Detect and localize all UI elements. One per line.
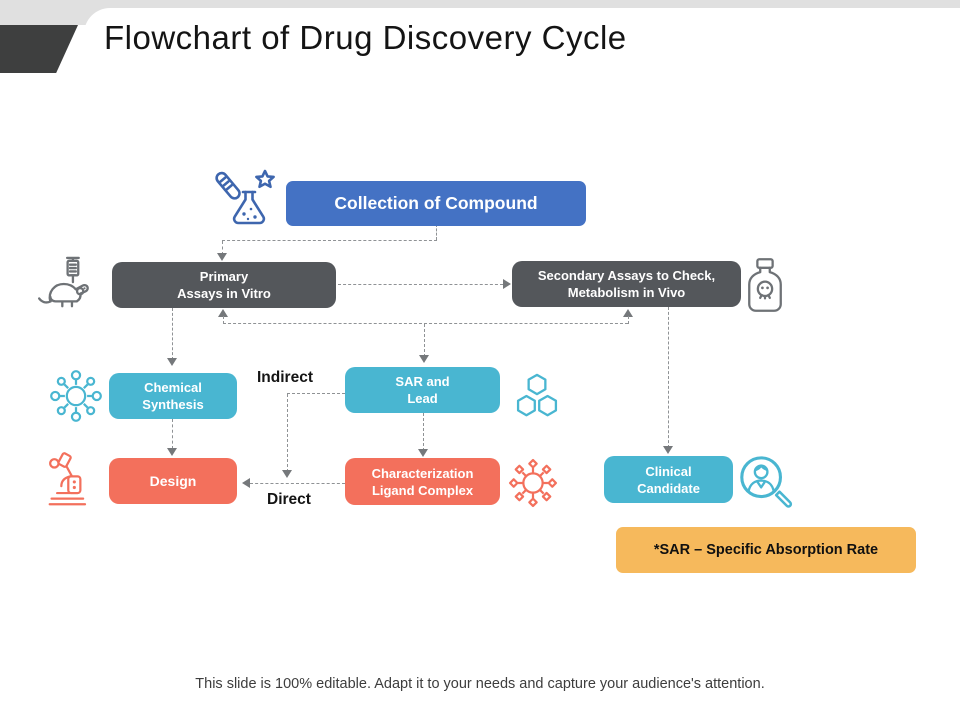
- node-characterization-line1: Characterization: [371, 465, 474, 481]
- arrow-into-chemical-top: [167, 358, 177, 366]
- node-secondary-assays: Secondary Assays to Check, Metabolism in…: [512, 261, 741, 307]
- connector-collection-to-primary: [222, 241, 223, 255]
- connector-feedback-to-sar: [424, 324, 425, 357]
- node-clinical-candidate: Clinical Candidate: [604, 456, 733, 503]
- connector-sar-to-characterization: [423, 413, 424, 451]
- arrow-indirect-down: [282, 470, 292, 478]
- node-clinical-line1: Clinical: [645, 463, 692, 479]
- flask-star-icon: [210, 168, 282, 241]
- connector-secondary-to-clinical: [668, 307, 669, 448]
- microscope-icon: [46, 452, 98, 515]
- connector-direct-horizontal: [250, 483, 345, 484]
- connector-feedback-right-riser: [628, 316, 629, 324]
- node-clinical-line2: Candidate: [637, 480, 700, 496]
- arrow-into-characterization-top: [418, 449, 428, 457]
- node-design: Design: [109, 458, 237, 504]
- node-chemical-line2: Synthesis: [142, 397, 204, 412]
- connector-feedback-left-riser: [223, 316, 224, 324]
- connector-indirect-vertical: [287, 394, 288, 472]
- node-collection-of-compound: Collection of Compound: [286, 181, 586, 226]
- node-sar-and-lead: SAR and Lead: [345, 367, 500, 413]
- node-sar-line1: SAR and: [395, 374, 450, 389]
- connector-collection-down: [436, 224, 437, 240]
- header-plate: [84, 8, 960, 76]
- connector-collection-left: [222, 240, 437, 241]
- arrow-into-clinical-top: [663, 446, 673, 454]
- poison-bottle-icon: [744, 257, 786, 318]
- node-primary-assays: Primary Assays in Vitro: [112, 262, 336, 308]
- label-direct: Direct: [267, 491, 311, 508]
- sar-note-label: *SAR – Specific Absorption Rate: [653, 542, 879, 558]
- arrow-into-design-right: [242, 478, 250, 488]
- node-secondary-line2: Metabolism in Vivo: [567, 285, 686, 300]
- node-sar-line2: Lead: [407, 391, 438, 406]
- sar-note-box: *SAR – Specific Absorption Rate: [616, 527, 916, 573]
- connector-primary-to-chemical: [172, 308, 173, 360]
- node-primary-line2: Assays in Vitro: [177, 286, 271, 301]
- node-characterization-line2: Ligand Complex: [371, 482, 474, 498]
- connector-feedback-horizontal: [223, 323, 628, 324]
- node-primary-line1: Primary: [199, 269, 249, 284]
- arrow-into-primary-top: [217, 253, 227, 261]
- footer-text: This slide is 100% editable. Adapt it to…: [195, 676, 765, 692]
- connector-chemical-to-design: [172, 419, 173, 449]
- molecule-icon: [48, 368, 104, 429]
- mouse-syringe-icon: [36, 256, 106, 317]
- arrow-into-sar-top: [419, 355, 429, 363]
- arrow-into-secondary-left: [503, 279, 511, 289]
- virus-icon: [506, 456, 560, 515]
- node-characterization-ligand-complex: Characterization Ligand Complex: [345, 458, 500, 505]
- label-indirect: Indirect: [257, 369, 313, 386]
- hexagon-compound-icon: [512, 372, 562, 425]
- header-wedge: [0, 25, 78, 73]
- arrow-into-secondary-bottom: [623, 309, 633, 317]
- candidate-search-icon: [736, 452, 794, 519]
- node-collection-label: Collection of Compound: [334, 193, 538, 213]
- page-title: Flowchart of Drug Discovery Cycle: [104, 19, 627, 56]
- arrow-into-primary-bottom: [218, 309, 228, 317]
- connector-primary-to-secondary: [338, 284, 503, 285]
- node-chemical-line1: Chemical: [144, 380, 202, 395]
- node-chemical-synthesis: Chemical Synthesis: [109, 373, 237, 419]
- connector-indirect-horizontal: [287, 393, 345, 394]
- node-design-label: Design: [149, 472, 197, 489]
- arrow-into-design-top: [167, 448, 177, 456]
- node-secondary-line1: Secondary Assays to Check,: [537, 268, 716, 283]
